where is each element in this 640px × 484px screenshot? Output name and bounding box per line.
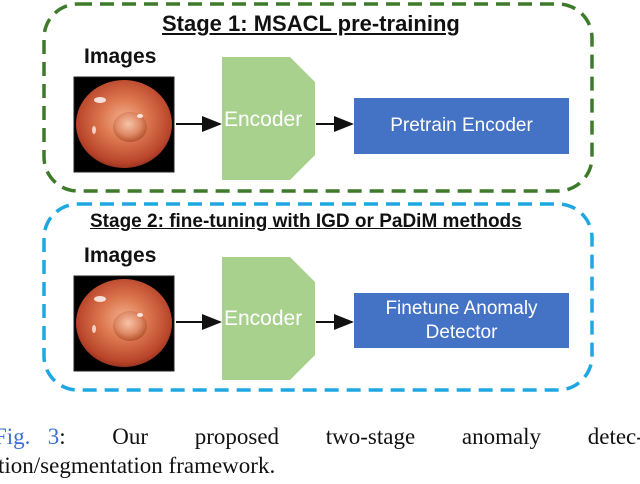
stage1-container (42, 2, 594, 193)
stage1-encoder-label: Encoder (224, 108, 303, 131)
figure-caption: Fig. 3: Our proposed two-stage anomaly d… (0, 422, 640, 480)
stage1-endoscopy-image (73, 76, 175, 173)
caption-fig-word: Fig. (0, 424, 31, 449)
finetune-detector-box: Finetune Anomaly Detector (354, 293, 569, 348)
stage2-endoscopy-image (73, 275, 175, 372)
caption-fig-label: Fig. 3: (0, 422, 66, 451)
stage1-title: Stage 1: MSACL pre-training (162, 11, 460, 36)
pretrain-encoder-box: Pretrain Encoder (354, 98, 569, 154)
caption-line2: tion/segmentation framework. (0, 453, 276, 478)
caption-word: anomaly (461, 424, 542, 449)
caption-word: detec- (587, 424, 640, 449)
caption-line1: Fig. 3: Our proposed two-stage anomaly d… (0, 422, 640, 451)
stage2-encoder-shape (222, 257, 315, 380)
finetune-detector-label-line2: Detector (425, 321, 498, 343)
stage2-encoder-label: Encoder (224, 307, 303, 330)
stage2-title: Stage 2: fine-tuning with IGD or PaDiM m… (90, 211, 522, 232)
caption-colon: : (59, 424, 66, 449)
stage1-encoder-shape (222, 57, 315, 180)
pretrain-encoder-label: Pretrain Encoder (390, 115, 533, 137)
caption-word: Our (112, 424, 149, 449)
caption-fig-number: 3 (47, 424, 60, 449)
caption-word: two-stage (325, 424, 416, 449)
stage2-images-label: Images (84, 244, 157, 267)
stage1-images-label: Images (84, 45, 157, 68)
caption-word: proposed (194, 424, 280, 449)
finetune-detector-label-line1: Finetune Anomaly (385, 297, 538, 319)
